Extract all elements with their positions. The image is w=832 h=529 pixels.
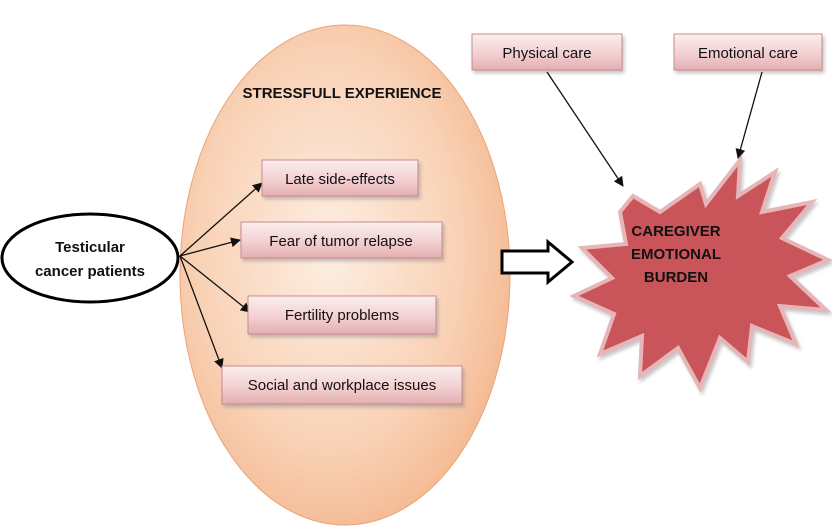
- physical-care-label: Physical care: [502, 45, 591, 62]
- arrow-physical-to-burden: [546, 71, 624, 187]
- emotional-care-label: Emotional care: [698, 45, 798, 62]
- item-box-late-side-effects: [261, 159, 419, 197]
- arrow-to-social-issues: [179, 255, 224, 369]
- burden-label-line1: CAREGIVER: [631, 223, 720, 240]
- burden-label-line3: BURDEN: [644, 269, 708, 286]
- arrow-emotional-to-burden: [735, 71, 763, 159]
- item-label-late-side-effects: Late side-effects: [285, 171, 395, 188]
- item-label-fear-of-relapse: Fear of tumor relapse: [269, 233, 412, 250]
- item-box-fertility-problems: [247, 295, 437, 335]
- patients-ellipse: [0, 212, 180, 304]
- arrow-to-fertility-problems: [179, 255, 251, 313]
- burden-label-line2: EMOTIONAL: [631, 246, 721, 263]
- item-label-social-issues: Social and workplace issues: [248, 377, 436, 394]
- caregiver-burden-starburst: [569, 153, 832, 393]
- arrow-to-late-side-effects: [179, 182, 263, 257]
- block-arrow-to-burden: [500, 238, 575, 286]
- patients-label-line1: Testicular: [55, 239, 125, 256]
- item-box-fear-of-relapse: [240, 221, 443, 259]
- arrow-to-fear-of-relapse: [179, 237, 241, 257]
- physical-care-box: [471, 33, 623, 71]
- emotional-care-box: [673, 33, 823, 71]
- item-box-social-issues: [221, 365, 463, 405]
- patients-label-line2: cancer patients: [35, 263, 145, 280]
- item-label-fertility-problems: Fertility problems: [285, 307, 399, 324]
- stressful-experience-title: STRESSFULL EXPERIENCE: [243, 85, 442, 102]
